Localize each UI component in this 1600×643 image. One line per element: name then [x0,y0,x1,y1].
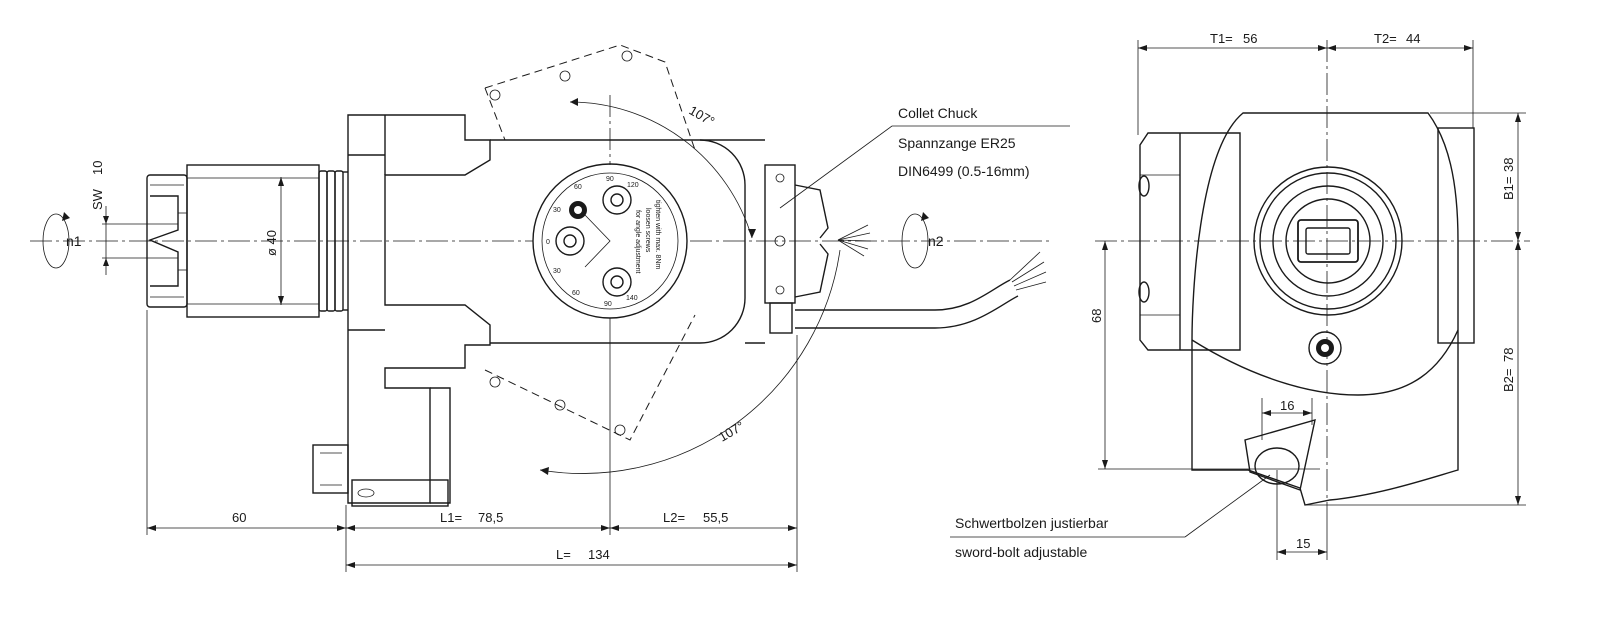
B2-value: 78 [1501,348,1516,362]
spindle-rings [1253,166,1403,316]
dial-tick-0: 0 [546,239,550,246]
front-right-dimensions: B1= 38 B2= 78 [1305,112,1526,506]
dial-text-1: for angle adjustment [634,210,641,273]
swivel-alternate-positions [484,44,696,441]
dim-L-label: L= [556,547,571,562]
front-view: 16 T1= 56 T2= 44 B1= 38 B2= [1089,31,1530,560]
angle-dial: for angle adjustment loosen screws tight… [532,163,688,319]
dial-tick-60: 60 [574,184,582,191]
sword-bolt: 16 [1244,398,1316,491]
dim-60: 60 [232,510,246,525]
front-left-block [1139,132,1241,351]
dim-15: 15 [1296,536,1310,551]
dial-tick-140: 140 [626,295,638,302]
angle-lower-label: 107° [716,418,747,444]
B1-value: 38 [1501,158,1516,172]
dial-text-2: loosen screws [644,208,651,253]
sword-line1: Schwertbolzen justierbar [955,515,1109,531]
collet-spray-icon [837,224,872,257]
T2-label: T2= [1374,31,1397,46]
bottom-dimensions: 60 L1= 78,5 L2= 55,5 L= 134 [147,510,797,568]
T1-label: T1= [1210,31,1233,46]
dim-L1-label: L1= [440,510,462,525]
dial-tick-90b: 90 [604,301,612,308]
front-right-flange [1437,127,1475,344]
dial-tick-30b: 30 [553,268,561,275]
dial-text-3: tighten with max. 8Nm [654,200,661,269]
n2-label: n2 [928,233,944,249]
collet-line2: Spannzange ER25 [898,135,1016,151]
front-body-outline [1191,112,1459,506]
swivel-head [490,139,829,344]
dial-tick-60b: 60 [572,290,580,297]
dial-tick-120: 120 [627,182,639,189]
n1-rotation-icon: n1 [42,212,82,269]
dim-15-group: 15 [1276,470,1328,560]
B2-label: B2= [1501,369,1516,393]
front-body-curve [1191,329,1459,396]
front-bolt [1308,331,1342,365]
front-top-dimensions: T1= 56 T2= 44 [1137,31,1474,135]
diameter-dimension: ø 40 [264,177,284,305]
sw-value: 10 [90,161,105,175]
sw-dimension: SW 10 [90,161,178,275]
dim-L1-value: 78,5 [478,510,503,525]
dim-68: 68 [1089,309,1104,323]
sw-label: SW [90,188,105,210]
dim-L-value: 134 [588,547,610,562]
dial-tick-30: 30 [553,207,561,214]
T2-value: 44 [1406,31,1420,46]
dim-16: 16 [1280,398,1294,413]
cable [795,251,1047,329]
dial-screws [555,185,632,297]
n2-rotation-icon: n2 [901,212,944,269]
chuck-body [186,164,348,318]
collet-callout: Collet Chuck Spannzange ER25 DIN6499 (0.… [779,105,1070,209]
B1-label: B1= [1501,177,1516,201]
sword-callout: Schwertbolzen justierbar sword-bolt adju… [950,474,1271,560]
dim-L2-value: 55,5 [703,510,728,525]
diameter-label: ø 40 [264,230,279,256]
side-view: SW 10 n1 ø 40 [30,44,1050,572]
collet-line1: Collet Chuck [898,105,978,121]
dial-tick-90: 90 [606,176,614,183]
dim-L2-label: L2= [663,510,685,525]
T1-value: 56 [1243,31,1257,46]
sword-line2: sword-bolt adjustable [955,544,1088,560]
n1-label: n1 [66,233,82,249]
collet-line3: DIN6499 (0.5-16mm) [898,163,1030,179]
front-left-dimension: 68 [1089,241,1320,470]
angle-upper-label: 107° [687,103,718,129]
